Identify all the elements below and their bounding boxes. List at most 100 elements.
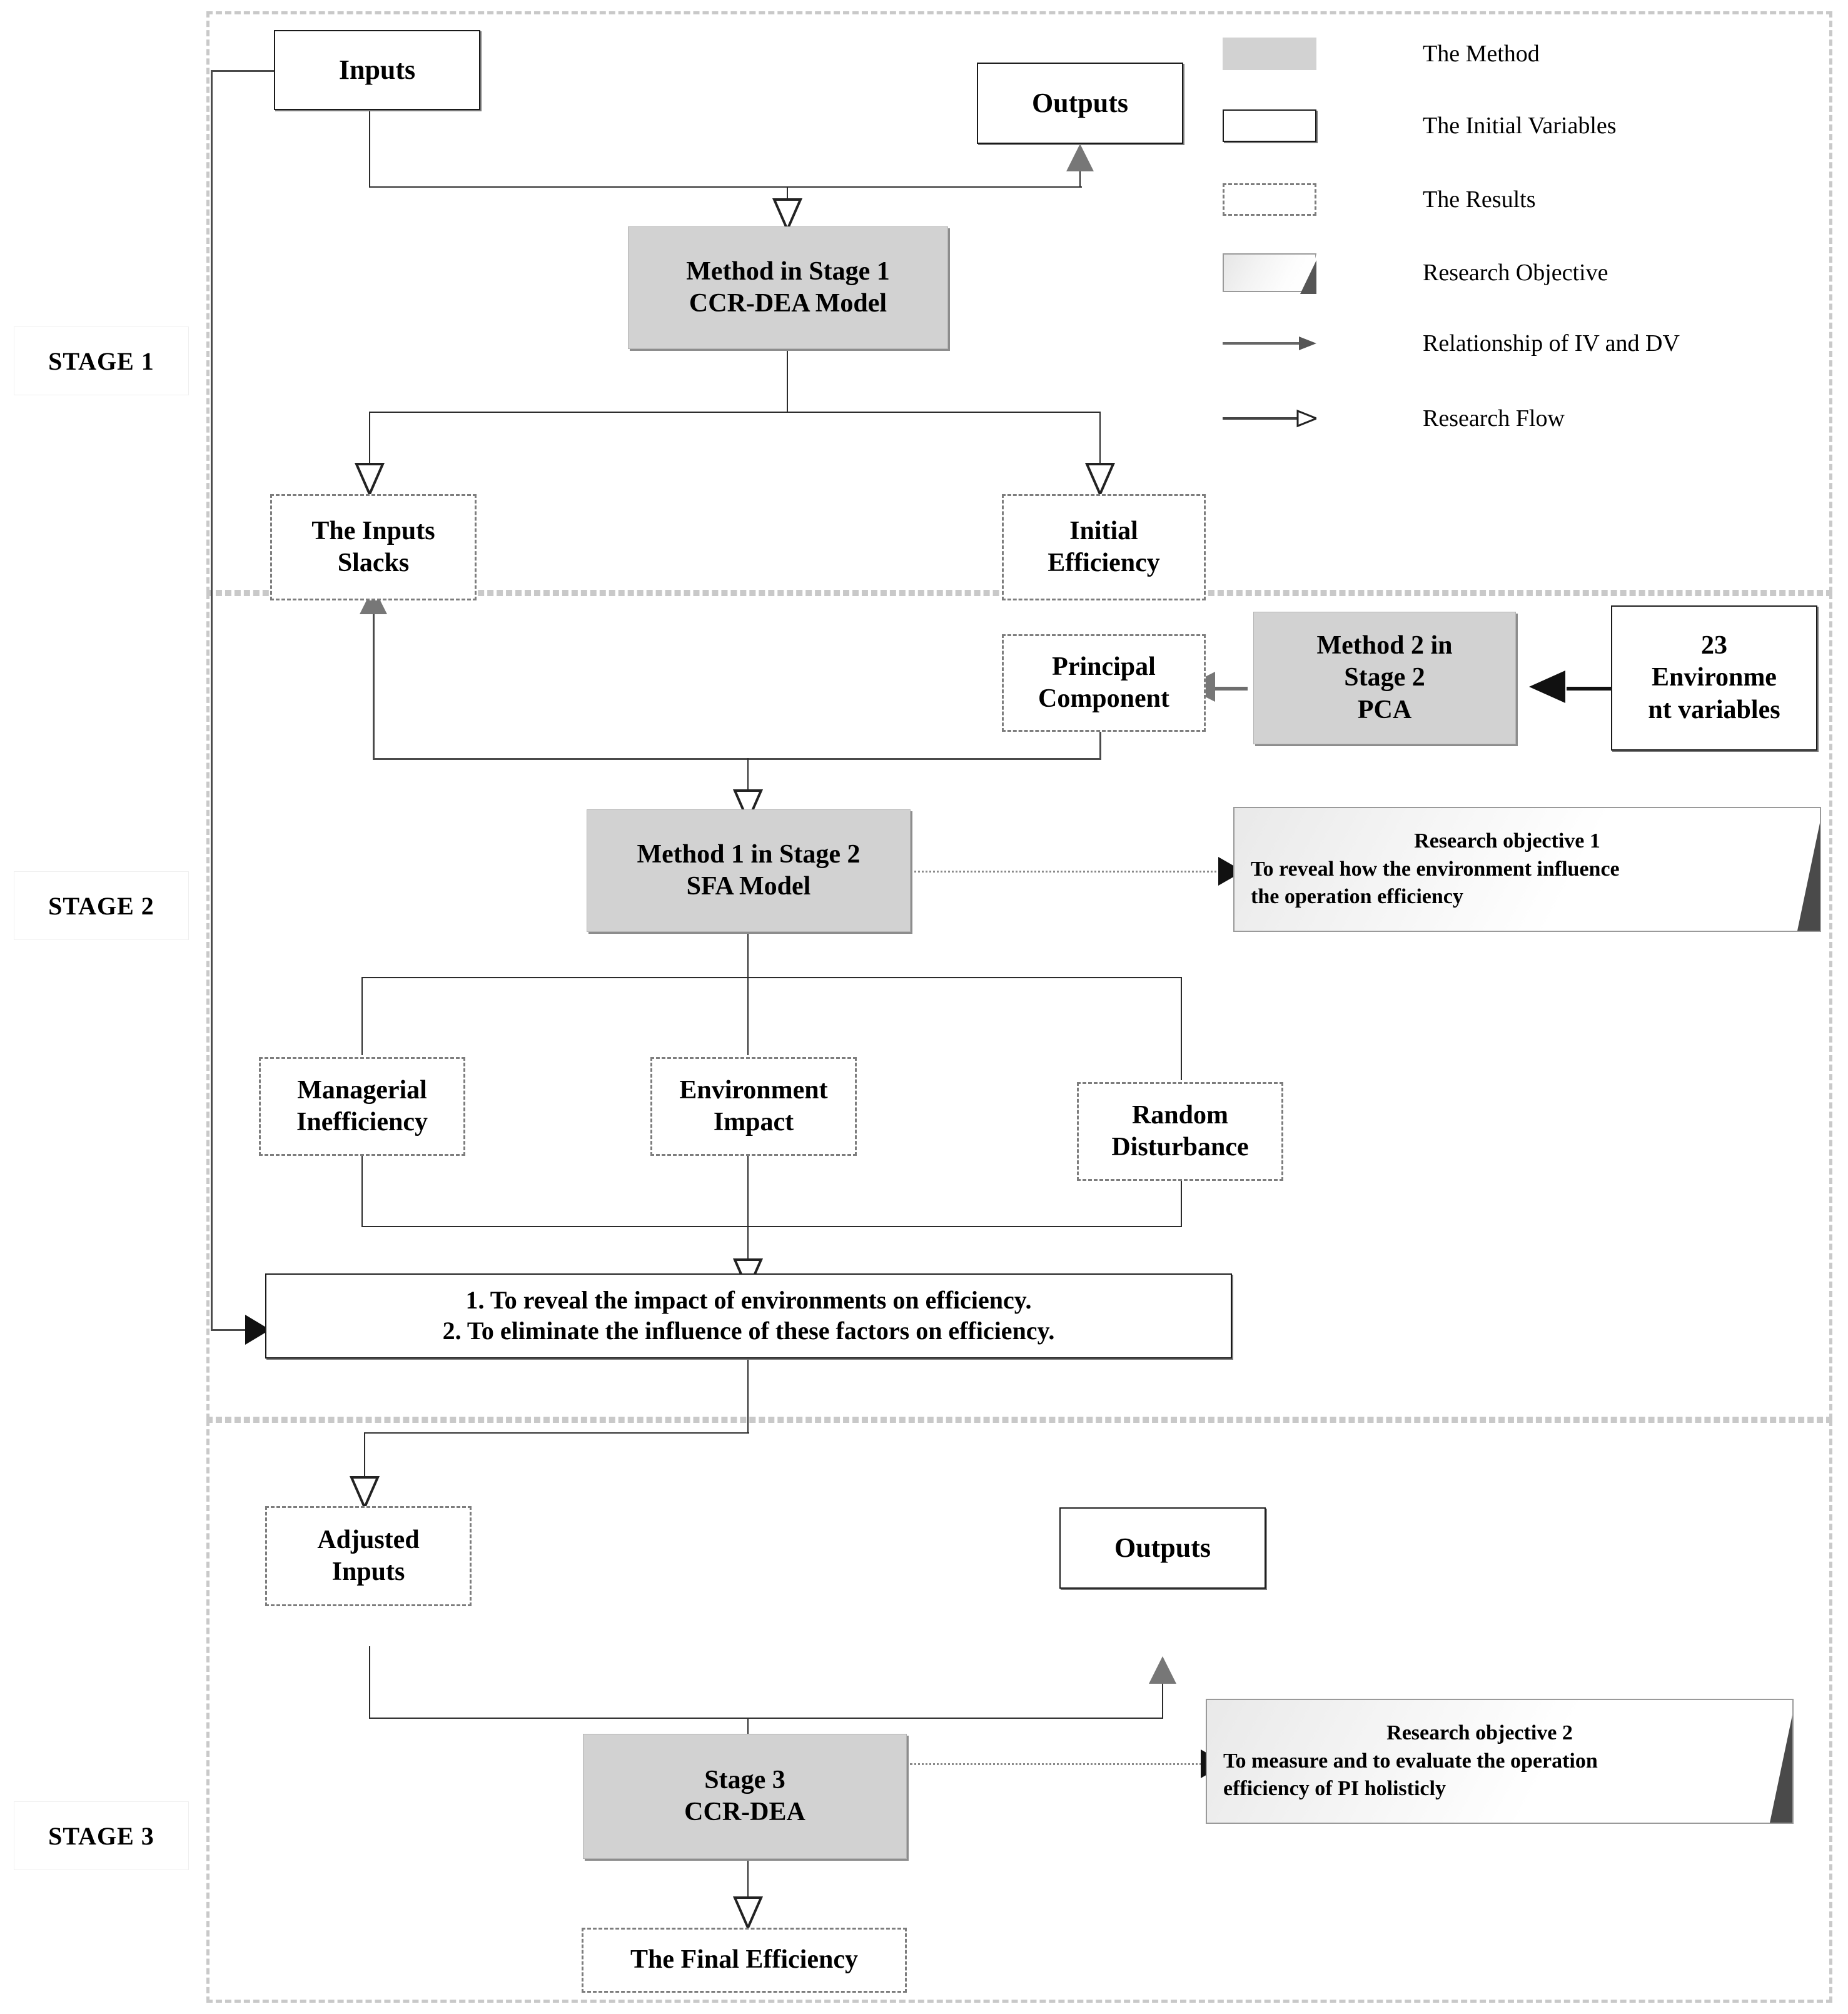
node-adjusted-inputs[interactable]: Adjusted Inputs <box>265 1506 472 1606</box>
legend-label-method: The Method <box>1423 41 1540 67</box>
node-managerial-inefficiency[interactable]: Managerial Inefficiency <box>259 1057 465 1156</box>
node-method-stage3[interactable]: Stage 3 CCR-DEA <box>583 1734 907 1859</box>
legend-item-research-objective: Research Objective <box>1223 253 1608 294</box>
legend-swatch-objective-icon <box>1223 253 1316 294</box>
node-method2-stage2[interactable]: Method 2 in Stage 2 PCA <box>1253 612 1516 744</box>
connector-inputs-to-method <box>369 186 1082 188</box>
node-environment-impact[interactable]: Environment Impact <box>650 1057 857 1156</box>
connector-pc-left <box>373 758 1101 760</box>
legend-swatch-initial-variable-icon <box>1223 109 1316 142</box>
node-method-stage1-line-0: Method in Stage 1 <box>686 256 890 286</box>
connector-sfa-to-objective1 <box>910 871 1229 873</box>
node-random-disturbance-line-0: Random <box>1131 1100 1229 1130</box>
connector-to-random-disturbance <box>1181 977 1182 1080</box>
node-final-efficiency[interactable]: The Final Efficiency <box>582 1928 907 1993</box>
node-environment-impact-line-1: Impact <box>713 1108 794 1136</box>
research-objective-2-title: Research objective 2 <box>1386 1721 1573 1744</box>
connector-method-s1-down <box>787 349 788 412</box>
node-principal-component[interactable]: Principal Component <box>1002 634 1206 732</box>
connector-envimpact-down <box>747 1156 749 1226</box>
connector-to-adjusted-inputs <box>364 1432 365 1489</box>
node-inputs[interactable]: Inputs <box>274 30 480 110</box>
research-objective-1[interactable]: Research objective 1 To reveal how the e… <box>1233 807 1821 932</box>
node-environment-variables[interactable]: 23 Environme nt variables <box>1611 605 1817 751</box>
arrowhead-outputs-s1 <box>1064 144 1096 173</box>
legend-item-relationship: Relationship of IV and DV <box>1223 330 1680 357</box>
connector-random-down <box>1181 1181 1182 1226</box>
legend-item-results: The Results <box>1223 183 1535 216</box>
node-method1-stage2[interactable]: Method 1 in Stage 2 SFA Model <box>587 809 911 932</box>
node-environment-variables-line-2: nt variables <box>1648 695 1780 724</box>
node-environment-variables-line-0: 23 <box>1701 631 1727 660</box>
research-objective-2[interactable]: Research objective 2 To measure and to e… <box>1206 1699 1794 1824</box>
stage-label-2-text: STAGE 2 <box>48 891 154 920</box>
connector-inputs-left-vertical <box>211 70 213 1329</box>
connector-envvars-to-pca <box>1567 687 1648 691</box>
connector-up-to-outputs-s1 <box>1079 160 1081 188</box>
connector-to-inputs-slacks <box>369 412 370 474</box>
connector-to-managerial <box>361 977 363 1055</box>
connector-merge-to-summary <box>747 1226 749 1271</box>
node-managerial-inefficiency-line-0: Managerial <box>297 1075 427 1105</box>
node-method2-stage2-line-0: Method 2 in <box>1316 631 1453 660</box>
connector-pc-down <box>1099 731 1101 758</box>
connector-adjusted-right <box>369 1718 1163 1719</box>
connector-ccr-down-final <box>747 1841 749 1909</box>
connector-summary-left <box>364 1432 749 1434</box>
node-outputs-stage3-line-0: Outputs <box>1114 1532 1211 1564</box>
node-principal-component-line-0: Principal <box>1052 652 1156 681</box>
node-initial-efficiency-line-0: Initial <box>1069 516 1138 545</box>
node-summary-line-0: 1. To reveal the impact of environments … <box>465 1286 1032 1315</box>
legend-label-relationship: Relationship of IV and DV <box>1423 330 1680 357</box>
legend-label-research-flow: Research Flow <box>1423 405 1565 432</box>
connector-summary-down <box>747 1359 749 1432</box>
node-method-stage3-line-1: CCR-DEA <box>684 1798 805 1826</box>
connector-to-environment-impact <box>747 977 749 1055</box>
node-method-stage1-line-1: CCR-DEA Model <box>689 289 887 318</box>
folded-corner-icon <box>1781 808 1820 931</box>
node-inputs-line-0: Inputs <box>338 54 416 86</box>
node-random-disturbance-line-1: Disturbance <box>1111 1133 1249 1161</box>
node-outputs-stage1-line-0: Outputs <box>1031 88 1129 119</box>
connector-up-to-outputs-s3 <box>1162 1671 1163 1719</box>
arrowhead-into-summary <box>245 1313 270 1346</box>
node-summary-line-1: 2. To eliminate the influence of these f… <box>442 1317 1055 1345</box>
connector-ccr-to-objective2 <box>910 1763 1210 1765</box>
node-outputs-stage1[interactable]: Outputs <box>977 63 1183 144</box>
research-objective-2-body-line-0: To measure and to evaluate the operation <box>1223 1749 1598 1773</box>
node-initial-efficiency[interactable]: Initial Efficiency <box>1002 494 1206 600</box>
connector-to-initial-efficiency <box>1099 412 1101 474</box>
research-objective-1-title: Research objective 1 <box>1414 829 1600 853</box>
node-method1-stage2-line-0: Method 1 in Stage 2 <box>637 839 861 869</box>
arrowhead-slacks-feedback <box>358 587 389 615</box>
node-summary-objectives[interactable]: 1. To reveal the impact of environments … <box>265 1273 1232 1359</box>
legend-label-research-objective: Research Objective <box>1423 260 1608 286</box>
connector-three-merge <box>361 1226 1182 1227</box>
arrowhead-outputs-s3 <box>1147 1656 1178 1685</box>
node-environment-impact-line-0: Environment <box>679 1075 828 1105</box>
arrowhead-pca <box>1529 669 1567 704</box>
connector-adjusted-down <box>369 1646 370 1718</box>
node-adjusted-inputs-line-0: Adjusted <box>317 1525 420 1554</box>
stage-3-container <box>206 1420 1832 2003</box>
connector-into-summary <box>211 1329 248 1331</box>
stage-label-2: STAGE 2 <box>14 871 189 940</box>
connector-to-outputs-s1 <box>787 186 1081 188</box>
legend-swatch-flow-arrow-icon <box>1223 409 1320 428</box>
research-objective-2-body-line-1: efficiency of PI holisticly <box>1223 1777 1446 1801</box>
legend-swatch-method-icon <box>1223 38 1316 70</box>
arrowhead-objective1 <box>1218 856 1243 887</box>
stage-label-1-text: STAGE 1 <box>48 347 154 375</box>
stage-label-3: STAGE 3 <box>14 1801 189 1870</box>
legend-item-initial-variables: The Initial Variables <box>1223 109 1617 142</box>
node-inputs-slacks-line-1: Slacks <box>337 549 410 577</box>
node-inputs-slacks[interactable]: The Inputs Slacks <box>270 494 477 600</box>
connector-sfa-split <box>361 977 1182 978</box>
legend-swatch-result-icon <box>1223 183 1316 216</box>
connector-method-s1-split <box>369 412 1101 413</box>
node-adjusted-inputs-line-1: Inputs <box>331 1557 405 1586</box>
node-random-disturbance[interactable]: Random Disturbance <box>1077 1082 1283 1181</box>
node-outputs-stage3[interactable]: Outputs <box>1059 1507 1266 1589</box>
node-method-stage1[interactable]: Method in Stage 1 CCR-DEA Model <box>628 226 948 349</box>
